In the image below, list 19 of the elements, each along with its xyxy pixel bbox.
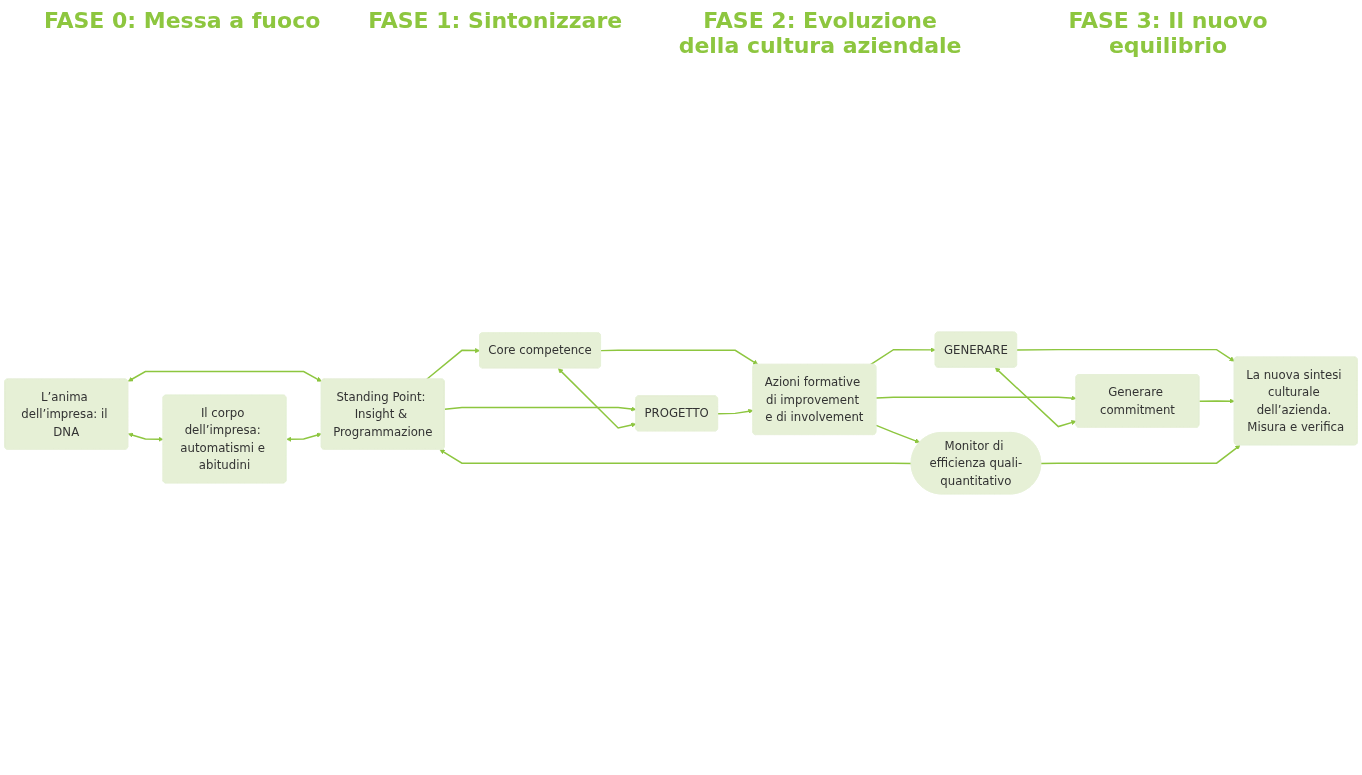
arrow bbox=[995, 366, 1077, 427]
arrow bbox=[875, 395, 1077, 401]
arrow bbox=[875, 424, 920, 443]
arrow bbox=[128, 432, 164, 442]
arrow bbox=[286, 432, 322, 442]
phase-heading: FASE 2: Evoluzione della cultura aziendale bbox=[677, 8, 963, 60]
arrow bbox=[1040, 444, 1241, 464]
arrow bbox=[717, 408, 754, 414]
phase-heading: FASE 1: Sintonizzare bbox=[368, 8, 623, 35]
arrow bbox=[1198, 398, 1235, 404]
arrow bbox=[557, 367, 637, 429]
arrow bbox=[443, 405, 637, 412]
arrow bbox=[127, 370, 322, 382]
arrow bbox=[426, 347, 481, 380]
arrow bbox=[439, 448, 913, 464]
arrow bbox=[1016, 348, 1235, 362]
phase-heading: FASE 3: Il nuovo equilibrio bbox=[1067, 8, 1269, 60]
arrow bbox=[600, 349, 759, 365]
phase-heading: FASE 0: Messa a fuoco bbox=[43, 8, 321, 35]
